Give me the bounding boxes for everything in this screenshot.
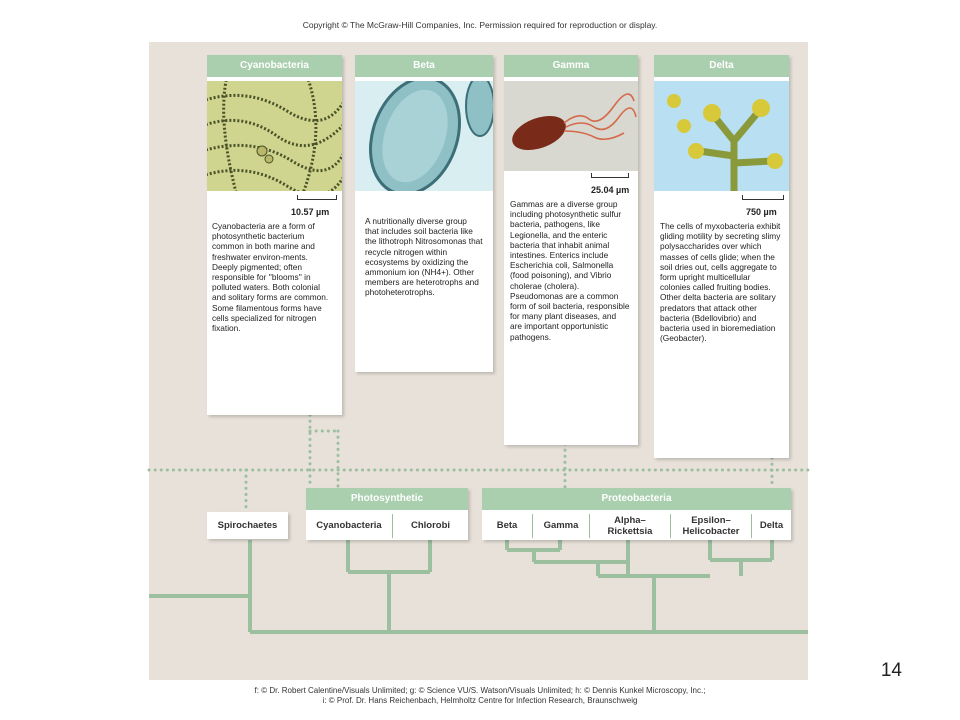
card-gamma: Gamma 25.04 µm Gammas are a diverse grou…	[504, 55, 638, 445]
scale-bar	[742, 195, 784, 200]
card-delta: Delta 750 µm The cells of myxobacteria e…	[654, 55, 789, 458]
scale-label: 750 µm	[746, 207, 777, 217]
taxon-epsilon-helicobacter: Epsilon– Helicobacter	[682, 514, 740, 537]
card-description: A nutritionally diverse group that inclu…	[365, 216, 483, 298]
delta-micrograph	[654, 81, 789, 191]
taxon-cyanobacteria: Cyanobacteria	[316, 520, 382, 531]
card-cyanobacteria: Cyanobacteria 10.57 µm Cyanobacteria are…	[207, 55, 342, 415]
divider	[670, 514, 671, 538]
credits-line-2: i: © Prof. Dr. Hans Reichenbach, Helmhol…	[322, 696, 638, 705]
credits-line-1: f: © Dr. Robert Calentine/Visuals Unlimi…	[254, 686, 706, 695]
divider	[751, 514, 752, 538]
taxon-delta: Delta	[759, 520, 784, 531]
divider	[392, 514, 393, 538]
card-beta: Beta A nutritionally diverse group that …	[355, 55, 493, 372]
group-title: Photosynthetic	[306, 488, 468, 510]
card-description: The cells of myxobacteria exhibit glidin…	[660, 221, 781, 344]
scale-label: 25.04 µm	[591, 185, 630, 195]
taxon-beta: Beta	[496, 520, 518, 531]
taxon-gamma: Gamma	[543, 520, 579, 531]
tree-branches	[149, 540, 808, 634]
card-title: Cyanobacteria	[207, 55, 342, 77]
divider	[532, 514, 533, 538]
card-title: Beta	[355, 55, 493, 77]
beta-micrograph	[355, 81, 493, 191]
taxon-chlorobi: Chlorobi	[410, 520, 451, 531]
group-title: Proteobacteria	[482, 488, 791, 510]
scale-label: 10.57 µm	[291, 207, 330, 217]
dotted-connectors	[147, 413, 810, 512]
card-title: Delta	[654, 55, 789, 77]
box-spirochaetes: Spirochaetes	[207, 512, 288, 539]
copyright-notice: Copyright © The McGraw-Hill Companies, I…	[302, 20, 658, 30]
gamma-micrograph	[504, 81, 638, 171]
cyanobacteria-micrograph	[207, 81, 342, 191]
page-number: 14	[880, 660, 902, 681]
card-title: Gamma	[504, 55, 638, 77]
taxon-alpha-rickettsia: Alpha– Rickettsia	[607, 514, 653, 537]
scale-bar	[591, 173, 629, 178]
card-description: Cyanobacteria are a form of photosynthet…	[212, 221, 329, 334]
photo-credits: f: © Dr. Robert Calentine/Visuals Unlimi…	[0, 686, 960, 706]
card-description: Gammas are a diverse group including pho…	[510, 199, 630, 342]
divider	[589, 514, 590, 538]
scale-bar	[297, 195, 337, 200]
